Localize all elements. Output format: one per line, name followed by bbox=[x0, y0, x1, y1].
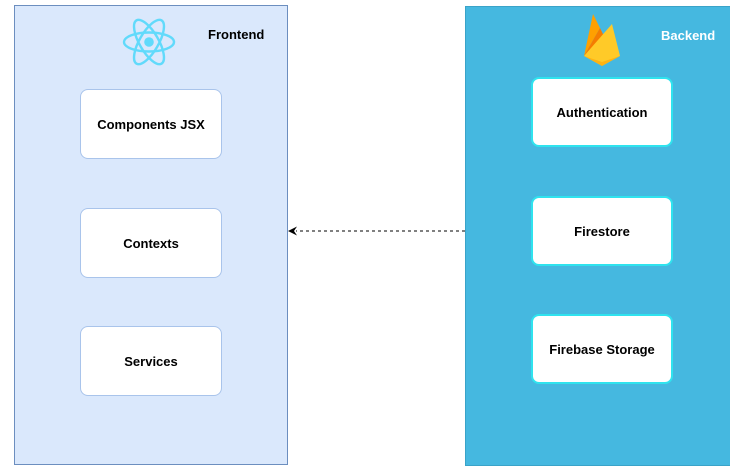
firebase-storage-box: Firebase Storage bbox=[531, 314, 673, 384]
backend-title: Backend bbox=[661, 28, 716, 43]
firebase-logo-icon bbox=[582, 12, 622, 68]
backend-panel: Backend Authentication Firestore Firebas… bbox=[465, 6, 730, 466]
services-label: Services bbox=[124, 353, 178, 369]
react-logo-icon bbox=[121, 16, 177, 68]
authentication-label: Authentication bbox=[556, 104, 648, 120]
firestore-box: Firestore bbox=[531, 196, 673, 266]
services-box: Services bbox=[80, 326, 222, 396]
components-jsx-label: Components JSX bbox=[97, 116, 205, 132]
components-jsx-box: Components JSX bbox=[80, 89, 222, 159]
contexts-box: Contexts bbox=[80, 208, 222, 278]
firebase-storage-label: Firebase Storage bbox=[549, 341, 655, 357]
frontend-title: Frontend bbox=[208, 27, 265, 42]
frontend-panel: Frontend Components JSX Contexts Service… bbox=[14, 5, 288, 465]
contexts-label: Contexts bbox=[123, 235, 179, 251]
firestore-label: Firestore bbox=[574, 223, 630, 239]
connector-arrowhead-icon bbox=[288, 226, 297, 236]
authentication-box: Authentication bbox=[531, 77, 673, 147]
